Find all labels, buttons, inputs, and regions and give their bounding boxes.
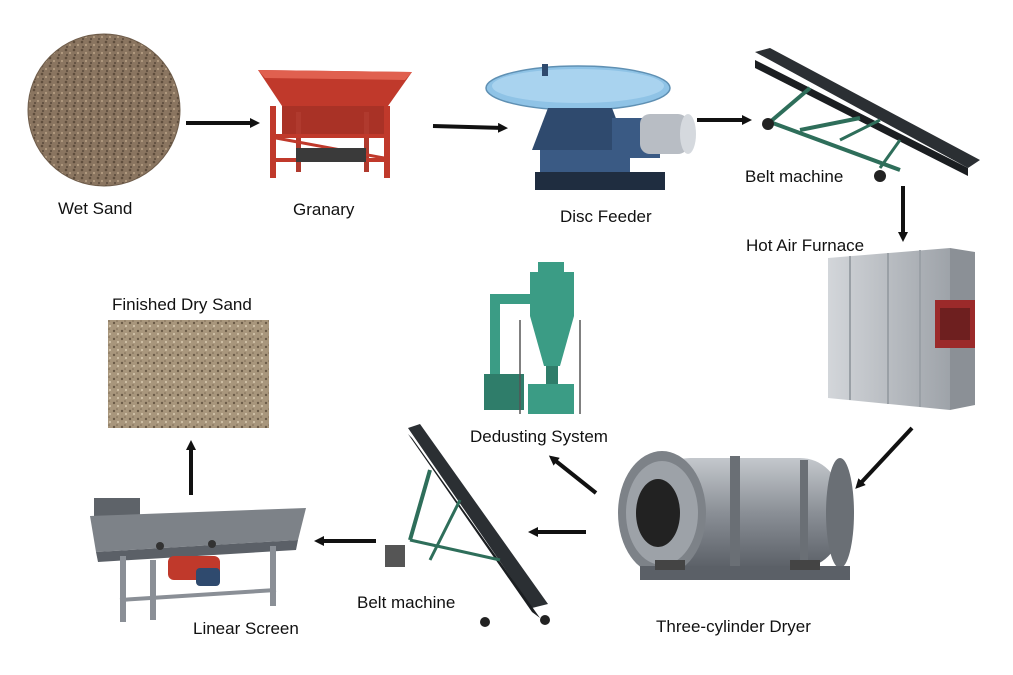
hot-air-furnace-image [828, 248, 975, 410]
finished-dry-sand-image [108, 320, 269, 428]
arrow-granary-to-feeder [432, 122, 508, 133]
granary-label: Granary [293, 200, 355, 219]
dedusting-system-label: Dedusting System [470, 427, 608, 446]
belt-machine-bottom-label: Belt machine [357, 593, 455, 612]
linear-screen-image [90, 498, 306, 622]
granary-image [258, 70, 412, 178]
three-cylinder-dryer-image [618, 451, 854, 580]
belt-machine-bottom-image [385, 424, 550, 627]
arrow-dryer-to-dedusting [548, 455, 598, 495]
belt-machine-top-image [755, 48, 980, 182]
wet-sand-label: Wet Sand [58, 199, 132, 218]
disc-feeder-label: Disc Feeder [560, 207, 652, 226]
wet-sand-image [27, 33, 181, 187]
three-cylinder-dryer-label: Three-cylinder Dryer [656, 617, 811, 636]
disc-feeder-image [485, 64, 696, 190]
hot-air-furnace-label: Hot Air Furnace [746, 236, 864, 255]
belt-machine-top-label: Belt machine [745, 167, 843, 186]
finished-dry-sand-label: Finished Dry Sand [112, 295, 252, 314]
arrow-furnace-to-dryer [855, 426, 914, 489]
dedusting-system-image [484, 262, 581, 414]
linear-screen-label: Linear Screen [193, 619, 299, 638]
